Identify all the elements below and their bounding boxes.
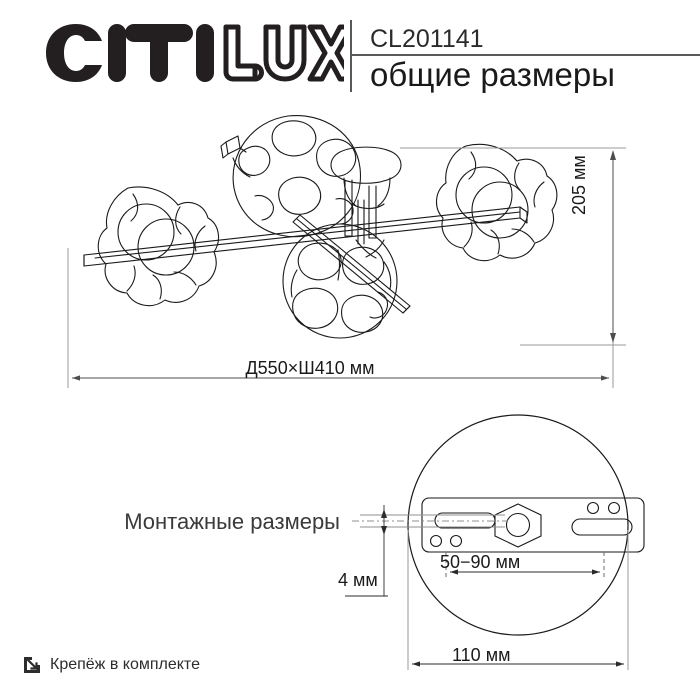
globe-left <box>97 186 220 307</box>
product-code: CL201141 <box>370 25 484 53</box>
bracket-slot-left <box>434 512 496 529</box>
globe-top <box>220 114 362 238</box>
main-arm-long <box>83 206 528 267</box>
header-horizontal-rule <box>352 54 700 56</box>
hex-nut <box>494 503 542 548</box>
sheet-subtitle: общие размеры <box>370 56 615 93</box>
arrow-into-box-icon <box>22 655 42 675</box>
sheet-footer: Крепёж в комплекте <box>22 652 200 678</box>
globe-bottom <box>282 223 398 339</box>
mounting-bracket <box>421 497 645 553</box>
header-vertical-divider <box>350 20 352 92</box>
plate-thickness-label: 4 мм <box>338 570 378 590</box>
bracket-hole <box>429 534 443 548</box>
plate-diameter-label: 110 мм <box>452 645 511 665</box>
bracket-hole <box>449 534 463 548</box>
central-mount-overlap-arcs <box>355 239 385 259</box>
bracket-hole <box>607 501 621 515</box>
overall-dimension-label: Д550×Ш410 мм <box>245 358 375 378</box>
sheet-header: CL201141 общие размеры <box>0 0 700 105</box>
bracket-slot-right <box>571 518 633 536</box>
citilux-logo <box>44 22 344 84</box>
ceiling-plate-circle <box>407 414 629 636</box>
secondary-arm-diagonal <box>292 214 411 314</box>
mounting-diagram-title: Монтажные размеры <box>124 509 340 534</box>
footer-note: Крепёж в комплекте <box>50 656 200 673</box>
bracket-hole <box>586 501 600 515</box>
bracket-span-label: 50−90 мм <box>440 552 521 572</box>
plate-diameter-dimension <box>407 530 629 670</box>
center-stems <box>344 179 377 245</box>
central-ceiling-mount <box>330 146 402 210</box>
height-dimension-label: 205 мм <box>569 155 589 215</box>
globe-right <box>436 143 558 262</box>
